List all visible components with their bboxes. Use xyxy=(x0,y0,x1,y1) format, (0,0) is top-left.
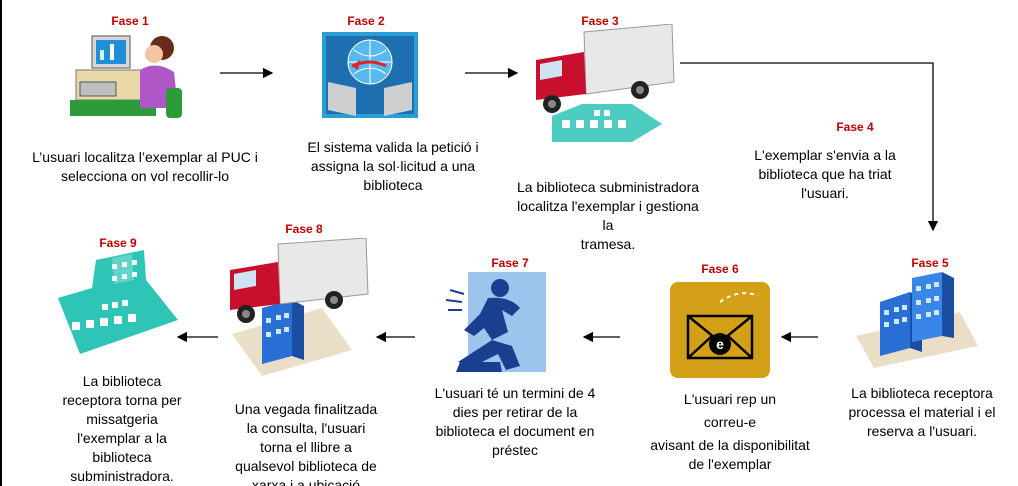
phase-5-label: Fase 5 xyxy=(911,256,949,270)
phase-3-description: La biblioteca subministradora localitza … xyxy=(516,179,700,252)
phase-1-description: L’usuari localitza l’exemplar al PUC i s… xyxy=(32,149,258,184)
library-building-icon xyxy=(58,250,178,354)
phase-5-description: La biblioteca receptora processa el mate… xyxy=(848,385,996,439)
svg-text:e: e xyxy=(716,336,724,352)
phase-8-label: Fase 8 xyxy=(285,222,323,236)
arrow-3-5 xyxy=(680,62,939,232)
delivery-truck-icon xyxy=(536,24,675,142)
phase-8-description: Una vegada finalitzada la consulta, l'us… xyxy=(234,401,378,486)
phase-2-label: Fase 2 xyxy=(347,14,385,28)
phase-6-label: Fase 6 xyxy=(701,262,739,276)
phase-1-label: Fase 1 xyxy=(111,14,149,28)
running-person-icon xyxy=(445,272,546,372)
phase-3-label: Fase 3 xyxy=(581,14,619,28)
phase-2-description: El sistema valida la petició i assigna l… xyxy=(307,139,479,193)
phase-4-label: Fase 4 xyxy=(836,120,874,134)
email-envelope-icon: e xyxy=(670,282,770,378)
phase-4-description: L'exemplar s'envia a la biblioteca que h… xyxy=(754,147,896,201)
phase-9-description: La biblioteca receptora torna per missat… xyxy=(62,373,182,484)
phase-6-description: L'usuari rep un correu-e avisant de la d… xyxy=(650,391,810,472)
user-at-computer-icon xyxy=(70,35,182,118)
delivery-truck-icon xyxy=(230,238,369,376)
phase-9-label: Fase 9 xyxy=(99,236,137,250)
phase-7-label: Fase 7 xyxy=(491,256,529,270)
library-building-icon xyxy=(856,272,978,368)
network-request-icon xyxy=(322,32,418,118)
phase-7-description: L'usuari té un termini de 4 dies per ret… xyxy=(434,385,596,458)
